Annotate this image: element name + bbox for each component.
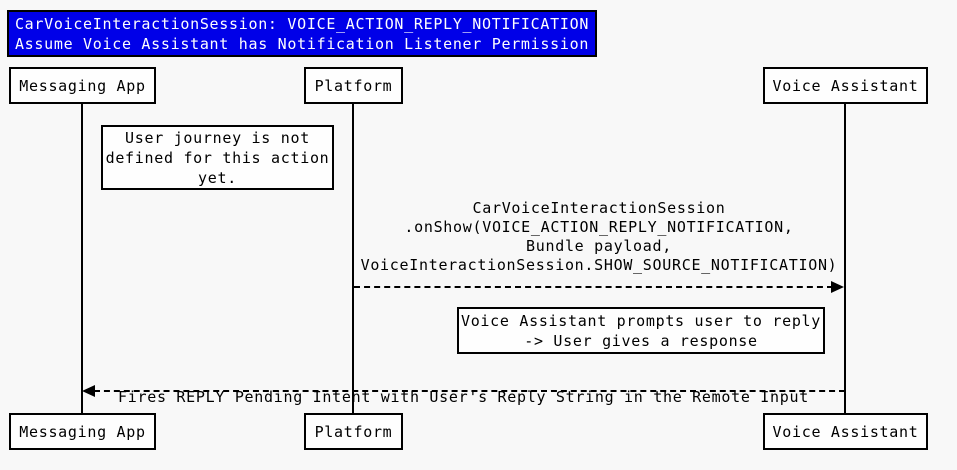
participant-label: Platform	[314, 76, 393, 95]
participant-label: Platform	[314, 422, 393, 441]
message-onshow-arrowhead-icon	[831, 281, 844, 293]
participant-label: Voice Assistant	[772, 422, 919, 441]
participant-label: Messaging App	[19, 76, 146, 95]
note-user-journey: User journey is not defined for this act…	[101, 125, 334, 190]
diagram-title: CarVoiceInteractionSession: VOICE_ACTION…	[7, 10, 597, 57]
lifeline-voice-assistant	[844, 104, 846, 413]
participant-bottom-platform: Platform	[304, 413, 403, 450]
participant-bottom-voice-assistant: Voice Assistant	[763, 413, 928, 450]
participant-top-platform: Platform	[304, 67, 403, 104]
message-fires-reply-arrow-line	[94, 390, 845, 392]
participant-bottom-messaging-app: Messaging App	[9, 413, 156, 450]
participant-label: Voice Assistant	[772, 76, 919, 95]
lifeline-platform	[352, 104, 354, 413]
message-onshow-label: CarVoiceInteractionSession .onShow(VOICE…	[349, 180, 849, 275]
participant-label: Messaging App	[19, 422, 146, 441]
message-fires-reply-arrowhead-icon	[82, 385, 95, 397]
message-text: CarVoiceInteractionSession .onShow(VOICE…	[360, 199, 838, 274]
message-onshow-arrow-line	[354, 286, 833, 288]
lifeline-messaging-app	[81, 104, 83, 413]
diagram-title-line1: CarVoiceInteractionSession: VOICE_ACTION…	[14, 14, 590, 33]
note-voice-assistant-prompts: Voice Assistant prompts user to reply ->…	[457, 307, 825, 354]
message-text: Fires REPLY Pending Intent with User's R…	[118, 388, 809, 406]
message-fires-reply-label: Fires REPLY Pending Intent with User's R…	[82, 369, 845, 407]
participant-top-messaging-app: Messaging App	[9, 67, 156, 104]
note-text: User journey is not defined for this act…	[105, 128, 330, 187]
participant-top-voice-assistant: Voice Assistant	[763, 67, 928, 104]
diagram-title-line2: Assume Voice Assistant has Notification …	[14, 34, 590, 53]
note-text: Voice Assistant prompts user to reply ->…	[460, 311, 822, 350]
